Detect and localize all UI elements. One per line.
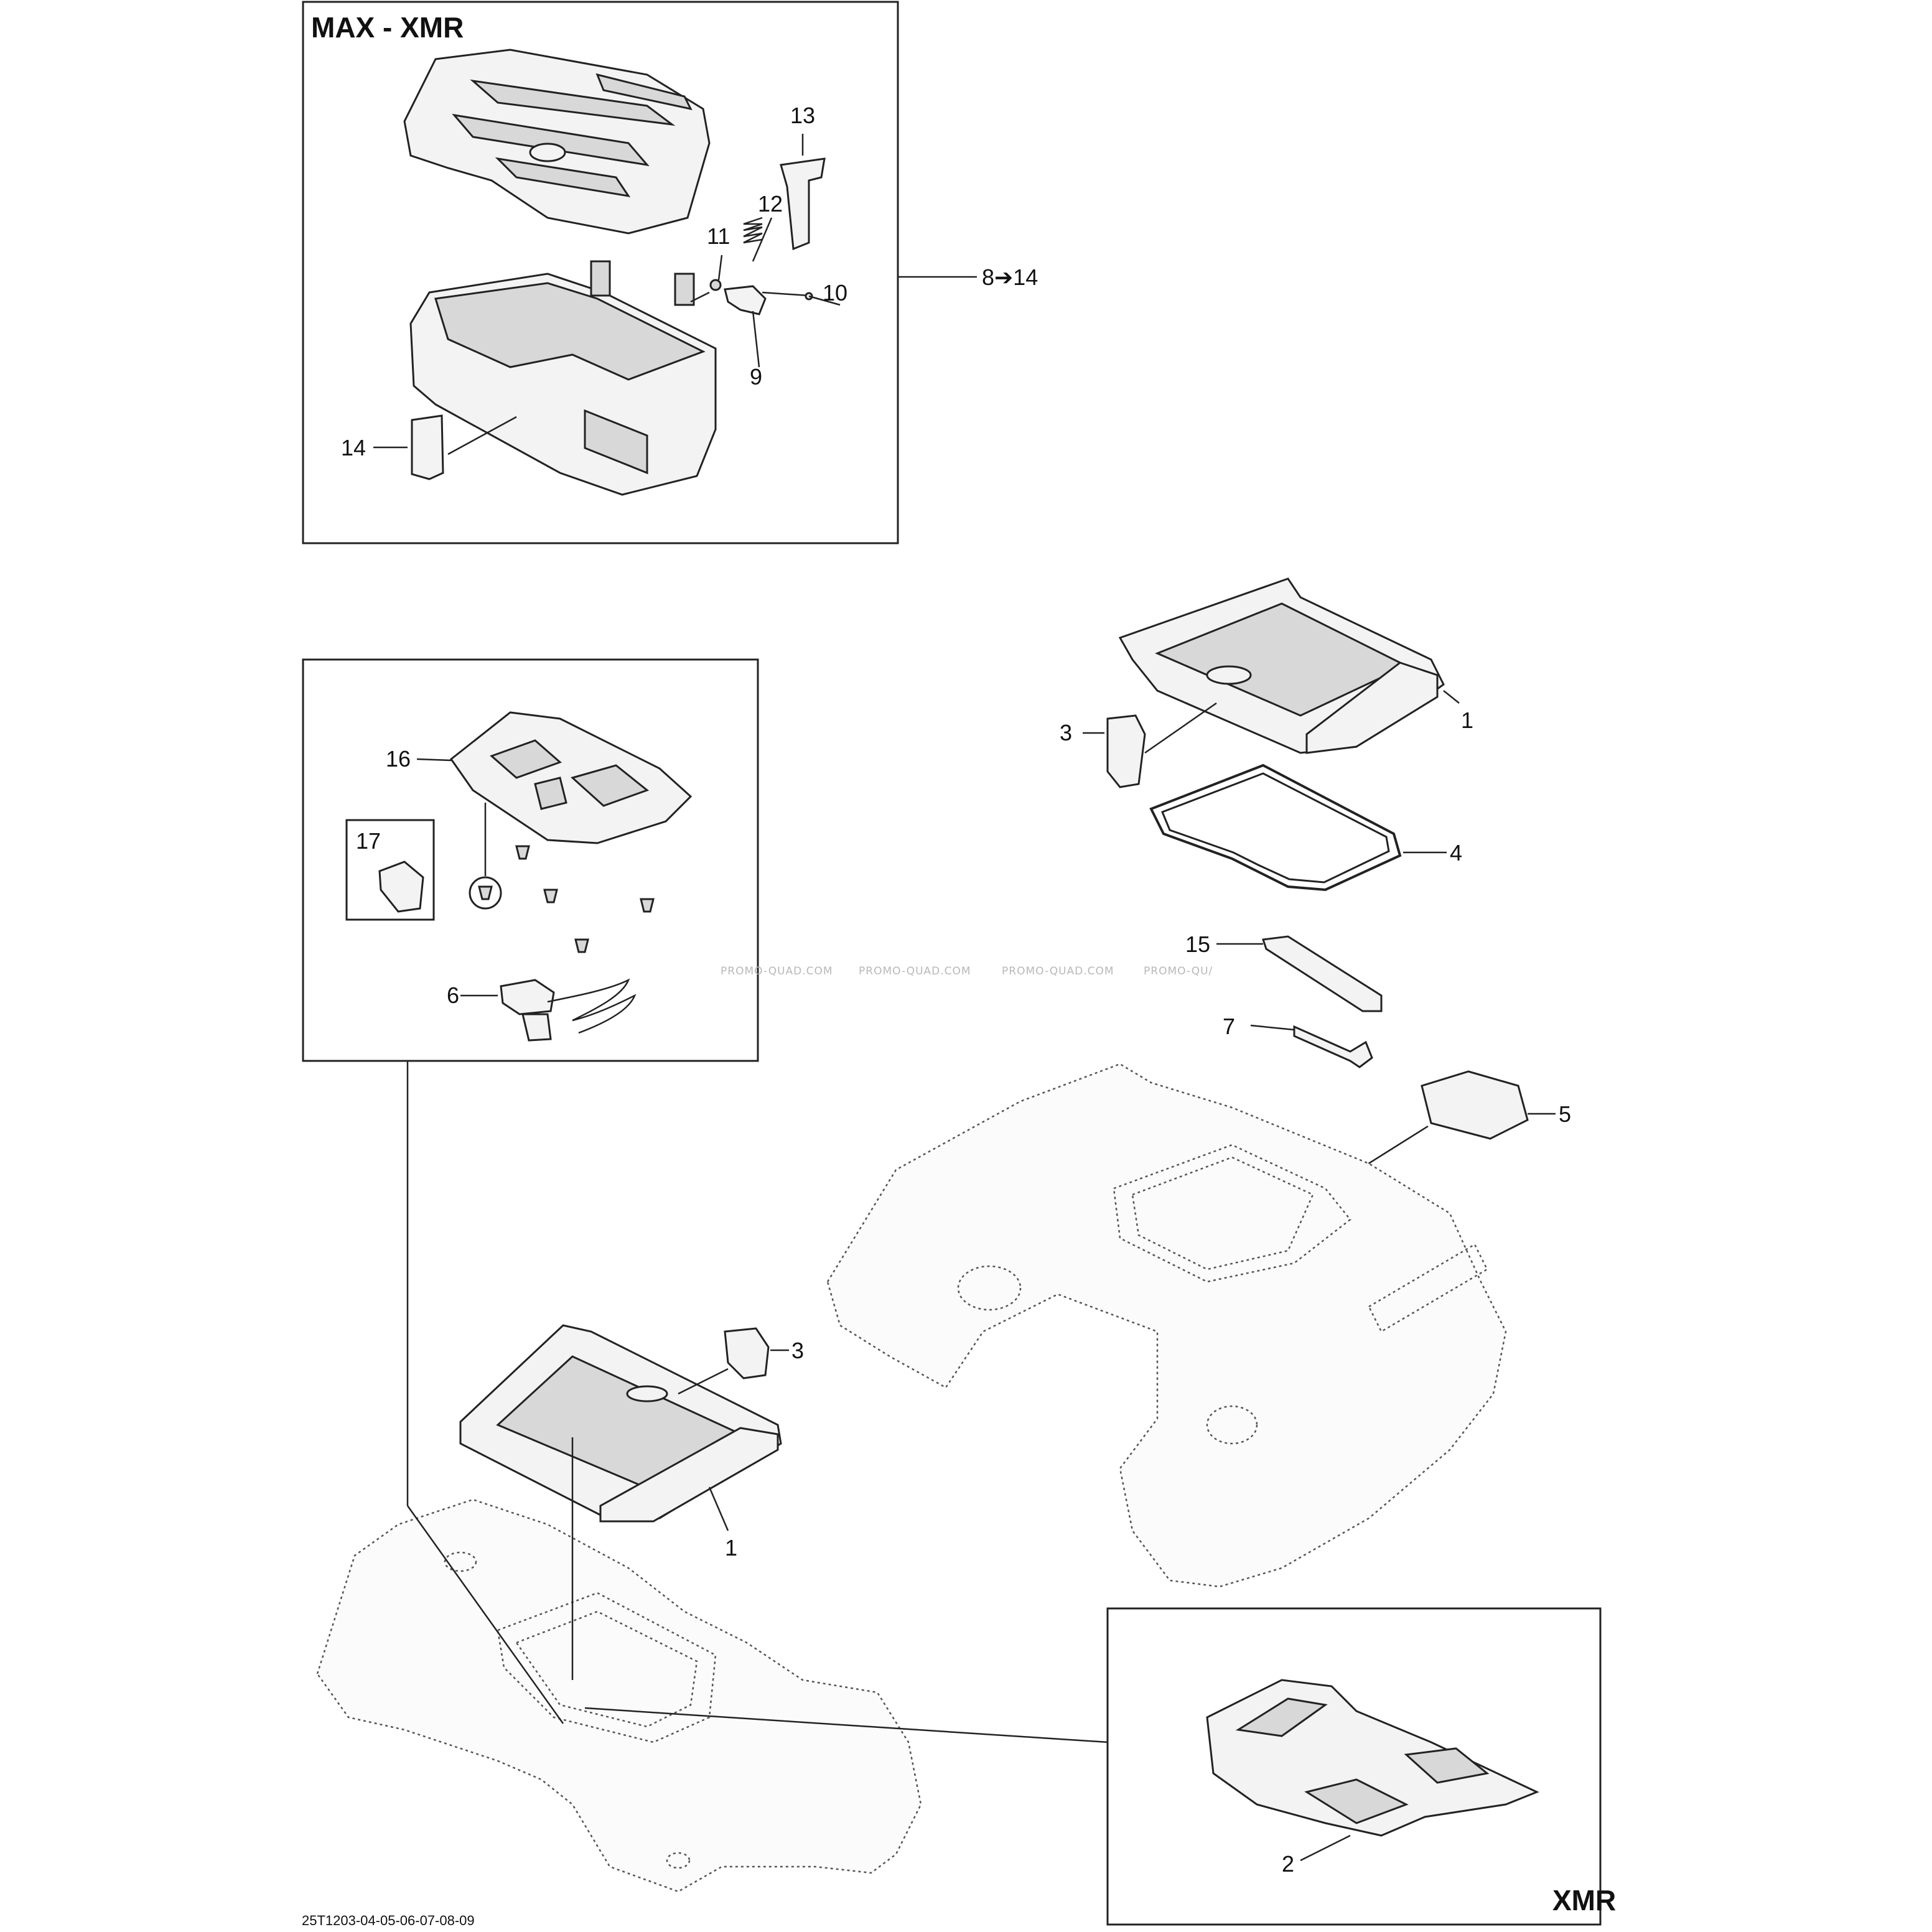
wrench-part-7	[1293, 1025, 1373, 1068]
clip-part-3-top	[1106, 714, 1146, 788]
watermark-4: PROMO-QU/	[1144, 965, 1213, 978]
callout-14: 14	[341, 435, 366, 460]
watermark-2: PROMO-QUAD.COM	[859, 965, 971, 978]
callout-1-top: 1	[1461, 707, 1473, 733]
rear-fender-ghost-left	[316, 1498, 922, 1893]
diagram-code: 25T1203-04-05-06-07-08-09	[302, 1913, 475, 1928]
arrow-clip-to-tub	[447, 416, 517, 455]
pin-part-10	[762, 291, 810, 297]
callout-8-14: 8➔14	[982, 264, 1038, 290]
panel-max-xmr: MAX - XMR	[302, 1, 1038, 544]
leader-16	[416, 758, 452, 762]
leader-panel-xmr	[584, 1707, 1108, 1743]
callout-16: 16	[386, 746, 411, 772]
callout-1-bottom: 1	[725, 1535, 737, 1561]
seal-part-4	[1149, 763, 1402, 892]
callout-11: 11	[707, 223, 730, 249]
bracket-part-9	[724, 285, 767, 315]
rear-fender-ghost-right	[826, 1063, 1507, 1588]
leader-2	[1300, 1834, 1351, 1862]
leader-9	[752, 310, 760, 368]
clip-part-3-bottom	[724, 1327, 770, 1379]
leader-11	[717, 254, 723, 281]
clip-part-14	[411, 414, 444, 480]
mounting-plate-part-16	[449, 711, 693, 844]
arrow-to-tub	[690, 291, 710, 303]
leader-10	[808, 295, 841, 306]
callout-12: 12	[758, 191, 783, 217]
push-clip-5	[574, 938, 589, 953]
callout-6: 6	[447, 982, 459, 1008]
latch-part-13	[780, 157, 826, 251]
tool-kit-part-5	[1421, 1070, 1529, 1140]
callout-15: 15	[1185, 931, 1210, 957]
push-clip-1	[478, 885, 493, 900]
watermark-1: PROMO-QUAD.COM	[721, 965, 833, 978]
storage-lid	[403, 49, 711, 235]
leader-panel-wiring-b	[406, 1505, 564, 1724]
callout-5: 5	[1559, 1101, 1571, 1127]
push-clip-4	[640, 898, 655, 913]
callout-3-bottom: 3	[791, 1338, 804, 1363]
inset-17-frame	[345, 819, 435, 921]
push-clip-3	[543, 889, 558, 903]
callout-7: 7	[1223, 1014, 1235, 1039]
nut-part-11	[709, 279, 722, 291]
callout-4: 4	[1450, 840, 1462, 866]
clip-part-17	[378, 861, 424, 913]
strap-part-15	[1261, 935, 1383, 1012]
panel-xmr-title: XMR	[1552, 1884, 1616, 1916]
leader-1-top	[1443, 690, 1460, 704]
storage-tub	[409, 260, 717, 496]
callout-3-top: 3	[1060, 720, 1072, 745]
callout-10: 10	[823, 280, 847, 306]
highlight-circle	[469, 876, 502, 910]
seal-inner-4	[1161, 772, 1390, 884]
push-clip-2	[515, 845, 530, 860]
arrow-3-top	[1144, 702, 1217, 754]
leader-1-bottom	[708, 1486, 729, 1531]
callout-9: 9	[750, 364, 762, 390]
callout-2: 2	[1282, 1851, 1294, 1877]
rack-top-part-1	[1118, 577, 1445, 754]
wire-harness-part-6	[500, 978, 637, 1042]
leader-7	[1250, 1024, 1295, 1031]
callout-17: 17	[356, 828, 381, 854]
panel-xmr-frame	[1106, 1607, 1602, 1926]
watermark-3: PROMO-QUAD.COM	[1002, 965, 1114, 978]
callout-13: 13	[790, 103, 815, 128]
spring-part-12	[743, 217, 763, 244]
panel-max-xmr-title: MAX - XMR	[311, 11, 464, 44]
panel-wiring: 16 17 6	[302, 658, 759, 1062]
rack-bottom-part-1	[459, 1324, 782, 1523]
arrow-3-bottom	[678, 1368, 729, 1395]
leader-12	[752, 217, 773, 262]
panel-wiring-frame	[302, 658, 759, 1062]
panel-xmr: 2 XMR	[1106, 1607, 1616, 1926]
panel-max-xmr-frame	[302, 1, 899, 544]
